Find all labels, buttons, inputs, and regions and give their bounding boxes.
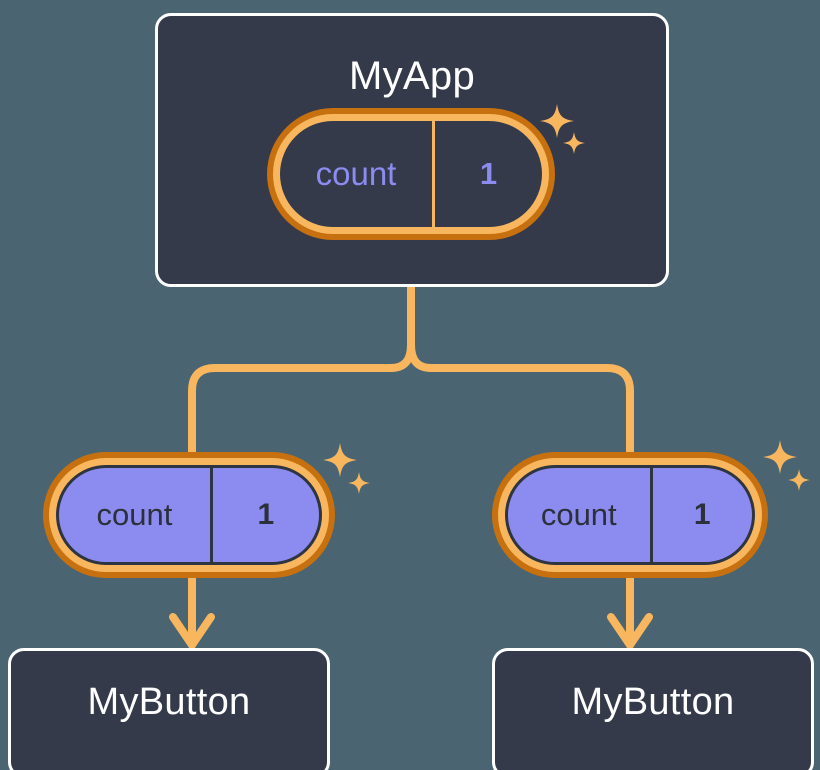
sparkle-icon [788,469,810,491]
sparkle-icon [348,472,370,494]
state-name-child-left: count [96,497,173,532]
state-value-child-right: 1 [649,468,752,562]
connector-branch-right [407,341,634,456]
state-pill-core: count 1 [505,465,755,565]
sparkle-icon [763,440,797,474]
component-card-mybutton-right[interactable]: MyButton [492,648,814,770]
component-title-myapp: MyApp [349,54,475,98]
component-title-mybutton-right: MyButton [571,681,735,723]
state-pill-core: count 1 [280,121,542,227]
state-pill-child-right[interactable]: count 1 [492,452,768,578]
state-value-child-left: 1 [209,468,319,562]
sparkle-icon [540,104,574,138]
state-name-child-right: count [540,497,617,532]
connector-branch-left [188,341,415,456]
sparkle-icon [323,443,357,477]
state-value-root: 1 [431,121,542,227]
component-card-mybutton-left[interactable]: MyButton [8,648,330,770]
state-pill-core: count 1 [56,465,322,565]
sparkle-icon [563,132,585,154]
state-name-root: count [315,155,397,192]
component-title-mybutton-left: MyButton [87,681,251,723]
state-pill-child-left[interactable]: count 1 [43,452,335,578]
arrow-head-right [607,613,653,649]
state-pill-root[interactable]: count 1 [267,108,555,240]
arrow-head-left [169,613,215,649]
